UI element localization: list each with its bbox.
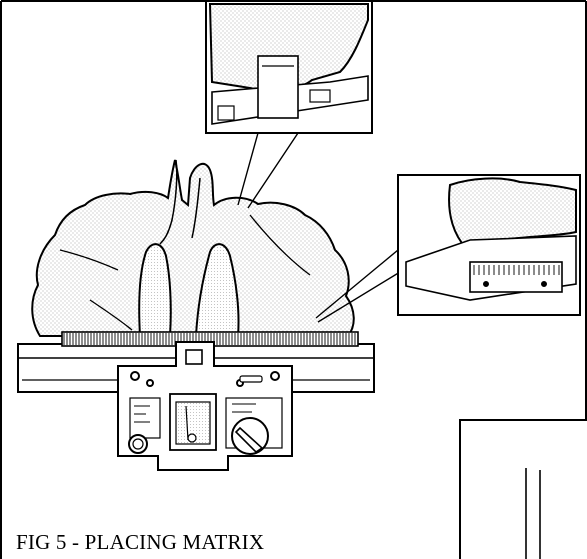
detail-view-right — [397, 174, 581, 316]
detail-view-top — [205, 0, 373, 134]
partial-panel-bottom-right — [459, 419, 587, 559]
matrix-comb-strip — [61, 331, 359, 347]
matrix-mold — [31, 159, 355, 337]
control-plate — [117, 341, 293, 471]
figure-caption: FIG 5 - PLACING MATRIX — [16, 530, 265, 554]
callout-lines — [237, 132, 401, 323]
